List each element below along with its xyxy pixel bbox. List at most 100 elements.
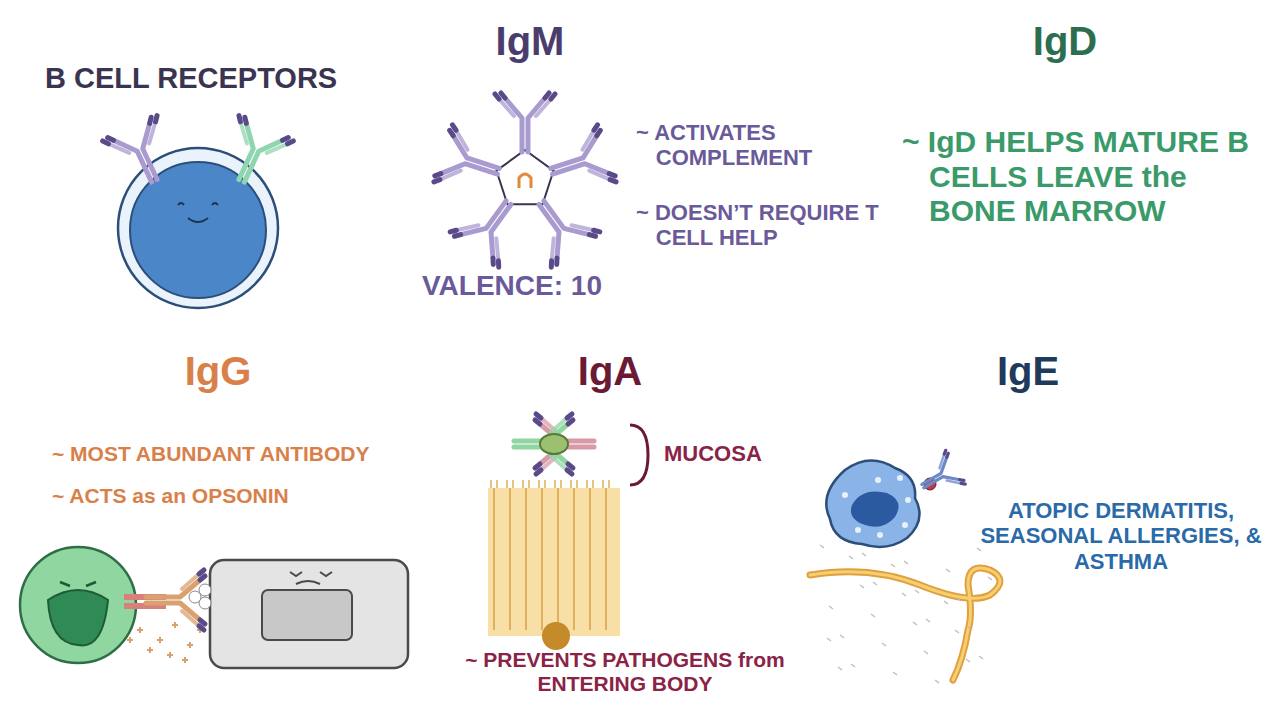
igm-pentamer-part-part-part	[450, 185, 533, 268]
iga-mucosa-part-part	[509, 488, 511, 630]
feature-note: ~ MOST ABUNDANT ANTIBODY	[52, 442, 452, 466]
ige-mast-cell-part-part	[873, 582, 877, 585]
ige-mast-cell-part-part	[829, 606, 833, 609]
ige-mast-cell-part-part	[966, 659, 970, 662]
iga-mucosa-part-part	[555, 480, 561, 488]
ige-mast-cell-part-part	[882, 643, 886, 646]
ige-mast-cell-part-part	[904, 561, 908, 564]
ige-mast-cell-part-part	[838, 667, 842, 670]
igg-opsonization-part	[296, 581, 320, 584]
ige-mast-cell-part-part	[913, 450, 966, 503]
class-heading: IgM	[460, 18, 600, 64]
iga-mucosa-part-part	[507, 480, 513, 488]
igg-opsonization-part-part	[172, 622, 178, 628]
ige-mast-cell-part	[826, 460, 919, 546]
iga-mucosa-part-part	[491, 480, 497, 488]
iga-mucosa-part-part	[541, 488, 543, 630]
feature-note: ~ IgD HELPS MATURE B CELLS LEAVE the BON…	[902, 125, 1262, 229]
igg-opsonization-part	[127, 622, 203, 663]
igg-opsonization-part	[290, 572, 332, 576]
ige-mast-cell-part-part	[902, 522, 908, 528]
ige-mast-cell-part-part	[977, 548, 981, 551]
ige-mast-cell-part-part	[842, 492, 848, 498]
b-cell-receptor-part	[214, 115, 293, 194]
valence-label: VALENCE: 10	[422, 270, 652, 302]
feature-note: ~ ACTIVATES COMPLEMENT	[636, 120, 846, 171]
iga-mucosa-part	[542, 622, 570, 650]
iga-mucosa	[488, 414, 648, 650]
ige-mast-cell-part-part	[926, 619, 930, 622]
iga-mucosa-part	[491, 480, 609, 630]
class-heading: IgD	[990, 18, 1140, 64]
ige-mast-cell-part-part	[955, 630, 959, 633]
ige-mast-cell-part-part	[935, 680, 939, 683]
igm-pentamer-part-part	[517, 185, 600, 268]
ige-mast-cell-part-part	[862, 553, 866, 556]
igg-opsonization-part	[189, 591, 201, 603]
iga-mucosa-part-part	[589, 488, 591, 630]
ige-mast-cell-part-part	[875, 477, 881, 483]
igm-pentamer-part	[519, 174, 531, 188]
panel-heading: B CELL RECEPTORS	[45, 62, 375, 95]
ige-mast-cell-part	[820, 545, 992, 683]
b-cell-receptor	[214, 115, 293, 194]
igm-pentamer-part-part	[542, 125, 617, 200]
ige-mast-cell-part	[810, 568, 1000, 680]
igg-opsonization-part-part	[146, 570, 205, 630]
igm-pentamer-part-part	[495, 93, 555, 152]
ige-mast-cell-part-part	[913, 622, 917, 625]
igg-opsonization-part-part	[187, 642, 193, 648]
b-cell-part	[188, 218, 208, 222]
ige-mast-cell-part-part	[820, 545, 824, 548]
b-cell-part	[178, 203, 218, 205]
ige-mast-cell-part-part	[902, 593, 906, 596]
iga-mucosa-part-part	[514, 414, 573, 474]
igm-pentamer-part-part	[433, 125, 508, 200]
igm-pentamer	[433, 93, 617, 268]
igg-opsonization-part-part	[182, 657, 188, 663]
region-label: MUCOSA	[664, 441, 794, 466]
igg-opsonization-part-part	[157, 637, 163, 643]
ige-mast-cell-part-part	[877, 532, 883, 538]
iga-mucosa-part	[488, 488, 620, 636]
ige-mast-cell	[810, 450, 1000, 683]
iga-mucosa-part-part	[571, 480, 577, 488]
ige-mast-cell-part-part	[957, 598, 961, 601]
ige-mast-cell-part-part	[849, 556, 853, 559]
iga-mucosa-part-part	[539, 480, 545, 488]
b-cell	[102, 115, 294, 308]
ige-mast-cell-part-part	[855, 527, 861, 533]
ige-mast-cell-part-part	[897, 475, 903, 481]
ige-mast-cell-part	[810, 568, 1000, 680]
ige-mast-cell-part-part	[944, 601, 948, 604]
iga-mucosa-part-part	[493, 488, 495, 630]
ige-mast-cell-part-part	[827, 638, 831, 641]
feature-note: ~ DOESN’T REQUIRE T CELL HELP	[636, 200, 896, 251]
ige-mast-cell-part-part	[946, 569, 950, 572]
ige-mast-cell-part-part	[893, 672, 897, 675]
iga-mucosa-part	[514, 414, 573, 474]
iga-mucosa-part	[540, 434, 568, 454]
igm-pentamer-part-part-part	[495, 93, 555, 152]
iga-mucosa-part-part	[535, 414, 594, 474]
b-cell-receptor	[102, 115, 181, 194]
iga-mucosa-part-part	[525, 488, 527, 630]
b-cell-part	[118, 148, 278, 308]
ige-mast-cell-part-part	[988, 577, 992, 580]
igm-pentamer-part-part	[450, 185, 533, 268]
igg-opsonization-part	[48, 590, 108, 645]
igg-opsonization-part	[60, 582, 96, 586]
ige-mast-cell-part-part	[968, 627, 972, 630]
ige-mast-cell-part-part-part	[913, 450, 966, 503]
igm-pentamer-part-part-part	[542, 125, 617, 200]
ige-mast-cell-part-part	[871, 614, 875, 617]
iga-mucosa-part-part	[603, 480, 609, 488]
ige-mast-cell-part-part	[840, 635, 844, 638]
condition-list: ATOPIC DERMATITIS, SEASONAL ALLERGIES, &…	[972, 498, 1270, 574]
ige-mast-cell-part-part	[924, 651, 928, 654]
ige-mast-cell-part-part	[860, 585, 864, 588]
ige-mast-cell-part	[842, 475, 911, 538]
iga-mucosa-part	[535, 414, 594, 474]
iga-mucosa-part-part	[605, 488, 607, 630]
